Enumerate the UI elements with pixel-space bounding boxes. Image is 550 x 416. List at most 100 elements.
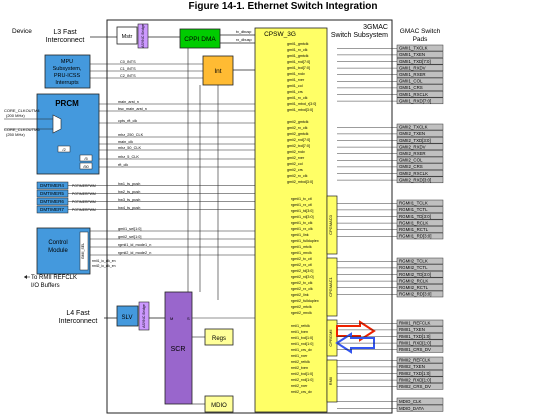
div2-box <box>57 145 71 153</box>
dmtimer-label: DMTIMER5 <box>40 191 64 196</box>
rgmii-signal-label: rgmii2_rx_clk <box>291 287 313 291</box>
pad-rmii1-label: RMII1_CRS_DV <box>399 347 431 352</box>
pad-gmii2-label: GMII2_TXCLK <box>399 125 428 130</box>
prcm-signal-label: mhz_250_CLK <box>118 133 144 137</box>
pad-mdio-label: MDIO_CLK <box>399 399 422 404</box>
pad-rgmii1-box <box>396 199 444 207</box>
pad-mdio-box <box>396 404 444 412</box>
pad-rgmii1-label: RGMII1_TD[3:0] <box>399 214 431 219</box>
figure-title: Figure 14-1. Ethernet Switch Integration <box>189 1 378 12</box>
rmii-signal-label: rmii2_refclk <box>291 360 310 364</box>
timer-push-label: hw1_ts_push <box>118 182 140 186</box>
pad-gmii2-label: GMII2_TXEN <box>399 131 425 136</box>
div5-label: /5 <box>84 156 88 161</box>
dmtimer-label: DMTIMER4 <box>40 183 64 188</box>
pad-gmii1-label: GMII1_COL <box>399 79 423 84</box>
rgmii-signal-label: rgmii1_td[3:0] <box>291 209 313 213</box>
pad-gmii2-box <box>396 176 444 184</box>
control-signal-label: gmii2_sel[1:0] <box>118 235 141 239</box>
rgmii-signal-label: rgmii1_fullduplex <box>291 239 319 243</box>
control-clk-en-label: rmii2_io_clk_en <box>92 264 116 268</box>
rgmii-signal-label: rgmii2_td[3:0] <box>291 269 313 273</box>
pad-rmii1-box <box>396 332 444 340</box>
rgmii-signal-label: rgmii2_link <box>291 293 309 297</box>
rgmii-signal-label: rgmii1_rx_ctl <box>291 203 312 207</box>
pad-gmii1-box <box>396 97 444 105</box>
pad-rgmii1-box <box>396 219 444 227</box>
div50-label: /50 <box>83 164 89 169</box>
div5-box <box>79 154 93 162</box>
pad-gmii2-label: GMII2_CRS <box>399 164 423 169</box>
pad-gmii1-label: GMII1_CRS <box>399 85 423 90</box>
rmii-label-2: RMII <box>328 377 333 385</box>
pad-rmii2-box <box>396 376 444 384</box>
async-bridge-bottom <box>138 301 150 331</box>
timer-push-label: hw4_ts_push <box>118 206 140 210</box>
control-clk-en-label: rmii1_io_clk_en <box>92 259 116 263</box>
pad-gmii2-box <box>396 123 444 131</box>
l3-label-line1: L3 Fast <box>53 29 76 36</box>
prcm-signal-label: bsc_main_arst_n <box>118 107 147 111</box>
gmii2-signal-label: gmii2_rxd[7:0] <box>287 138 310 142</box>
rmii-signal-label: rmii2_txd[1:0] <box>291 372 313 376</box>
rgmii-signal-label: rgmii1_tx_clk <box>291 221 313 225</box>
rgmii-signal-label: rgmii2_mrclk <box>291 311 312 315</box>
mstr-label: Mstr <box>122 34 133 40</box>
pad-rgmii1-box <box>396 206 444 213</box>
int-signal-c0: C0_INTS <box>120 60 136 64</box>
pad-gmii1-box <box>396 71 444 78</box>
rmii-signal-label: rmii1_txen <box>291 330 308 334</box>
timer-pwm-label: POTIMERPWM <box>72 192 96 196</box>
cprgmii-block-1 <box>326 195 338 255</box>
core-clk1-label: CORE_CLKOUTM4 <box>4 108 40 113</box>
rgmii-signal-label: rgmii2_rx_ctl <box>291 263 312 267</box>
div50-box <box>79 162 93 170</box>
pads-header-line2: Pads <box>413 36 429 43</box>
rgmii-signal-label: rgmii2_fullduplex <box>291 299 319 303</box>
gmii1-signal-label: gmii1_rxdv <box>287 72 305 76</box>
blue-highlight-arrow <box>335 332 375 354</box>
pad-rmii2-label: RMII2_RXD[1:0] <box>399 377 431 382</box>
timer-pwm-label: POTIMERPWM <box>72 200 96 204</box>
pad-gmii2-box <box>396 150 444 157</box>
core-clk2-label: CORE_CLKOUTM5 <box>4 127 40 132</box>
pad-gmii2-box <box>396 156 444 164</box>
pad-group: GMII1_TXCLKGMII1_TXENGMII1_TXD[7:0]GMII1… <box>337 44 444 412</box>
gmii1-signal-label: gmii1_rxd[7:0] <box>287 60 310 64</box>
pad-rmii2-box <box>396 356 444 364</box>
control-signal-label: rgmii1_id_mode1_n <box>118 243 151 247</box>
pad-gmii1-label: GMII1_RXER <box>399 72 426 77</box>
async-bridge-bottom-label: ASYNC Bridge <box>142 304 146 328</box>
pad-rgmii2-label: RGMII2_RD[3:0] <box>399 292 431 297</box>
prcm-signal-label: main_clk <box>118 140 133 144</box>
pad-rmii1-box <box>396 319 444 327</box>
refclk-line2: I/O Buffers <box>31 283 60 289</box>
pad-gmii1-box <box>396 77 444 85</box>
prcm-signal-label: mhz_5_CLK <box>118 155 139 159</box>
red-highlight-arrow <box>336 320 376 342</box>
gmii2-signal-label: gmii2_mtxd[3:0] <box>287 180 313 184</box>
mpu-line1: MPU <box>61 59 73 65</box>
pad-gmii2-label: GMII2_RXD[3:0] <box>399 177 431 182</box>
l4-label-line2: Interconnect <box>59 318 98 325</box>
rgmii-signal-label: rgmii1_mtclk <box>291 245 312 249</box>
pad-rgmii1-box <box>396 232 444 240</box>
pad-rgmii2-label: RGMII2_TCTL <box>399 265 428 270</box>
dmtimer-label: DMTIMER6 <box>40 199 64 204</box>
gmii1-signal-label: gmii1_rxer <box>287 78 305 82</box>
gmii2-signal-label: gmii2_rx_clk <box>287 174 308 178</box>
pad-rmii2-box <box>396 363 444 370</box>
pad-rgmii1-label: RGMII1_RD[3:0] <box>399 234 431 239</box>
gmii-sel-label: GMII_SEL <box>81 243 85 259</box>
int-signal-c1: C1_INTS <box>120 67 136 71</box>
gmii1-signal-label: gmii1_txd[7:0] <box>287 66 310 70</box>
pad-rmii2-box <box>396 383 444 390</box>
core-clk2-freq: (250 MHz) <box>6 132 25 137</box>
pad-rmii1-label: RMII1_TXD[1:0] <box>399 334 430 339</box>
slv-block <box>116 305 139 327</box>
gmii2-signal-label: gmii2_gmtclk <box>287 120 309 124</box>
pad-rgmii2-label: RGMII2_TD[3:0] <box>399 272 431 277</box>
rmii-signal-label: rmii1_crs_dv <box>291 348 312 352</box>
